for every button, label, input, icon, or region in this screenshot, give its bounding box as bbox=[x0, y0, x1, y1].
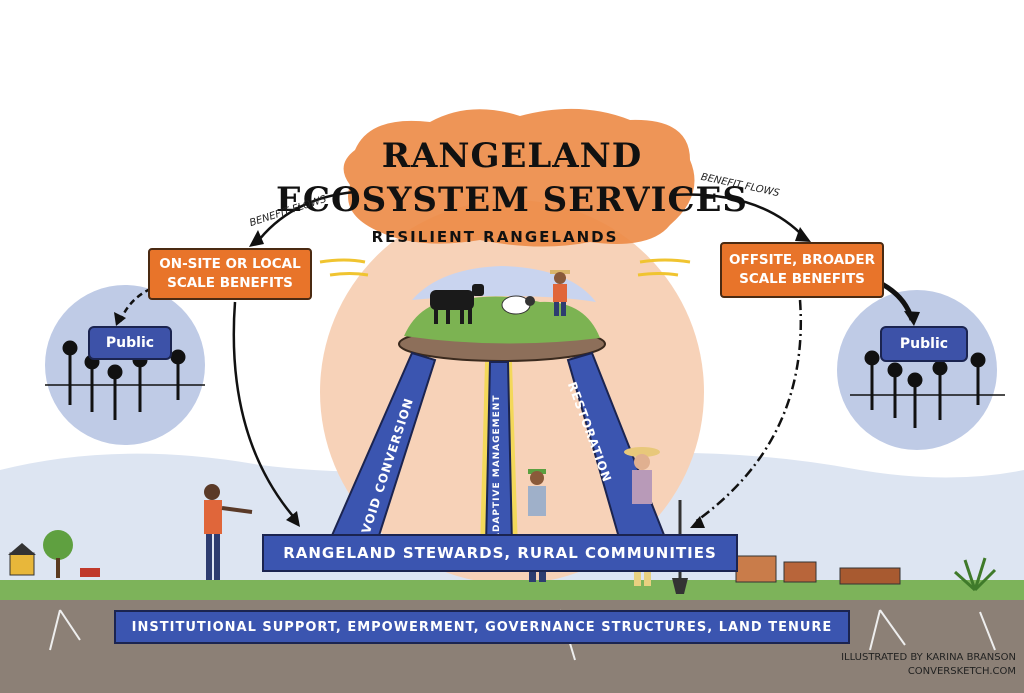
grass-strip bbox=[0, 580, 1024, 602]
onsite-benefits-box: On-site or Local Scale Benefits bbox=[148, 248, 312, 300]
offsite-line-1: Offsite, Broader bbox=[729, 252, 875, 268]
arrow-onsite-to-stewards bbox=[232, 301, 299, 523]
farmer-figure bbox=[624, 447, 688, 594]
building-right-2 bbox=[783, 561, 817, 583]
man-figure bbox=[528, 469, 546, 582]
house-left-roof bbox=[8, 543, 36, 555]
arrowheads bbox=[114, 227, 920, 528]
cow-icon bbox=[430, 284, 484, 324]
public-circle-left bbox=[45, 285, 205, 445]
credit-line-1: Illustrated by Karina Branson bbox=[841, 652, 1016, 663]
offsite-line-2: Scale Benefits bbox=[739, 271, 865, 287]
tree-left bbox=[43, 530, 73, 560]
onsite-line-2: Scale Benefits bbox=[167, 275, 293, 291]
sheep-icon bbox=[501, 295, 535, 315]
arrow-title-to-offsite bbox=[671, 193, 806, 239]
rancher-figure bbox=[550, 270, 570, 316]
illustrator-credit: Illustrated by Karina Branson ConverSket… bbox=[840, 651, 1016, 679]
stewards-bar: Rangeland Stewards, Rural Communities bbox=[262, 534, 738, 572]
arrow-offsite-to-stewards bbox=[694, 299, 802, 524]
title-cloud bbox=[343, 108, 695, 247]
crowd-right bbox=[850, 350, 1005, 428]
public-left-box: Public bbox=[88, 326, 172, 360]
building-right-1 bbox=[735, 555, 777, 583]
plant-right bbox=[953, 557, 997, 592]
title-line-2: Ecosystem Services bbox=[276, 180, 748, 220]
house-left bbox=[9, 552, 35, 576]
title-line-1: Rangeland bbox=[381, 136, 643, 176]
leg-label-adaptive-management: Adaptive Management bbox=[492, 394, 502, 540]
roots bbox=[49, 609, 996, 661]
offsite-benefits-box: Offsite, Broader Scale Benefits bbox=[720, 242, 884, 298]
onsite-line-1: On-site or Local bbox=[159, 256, 301, 272]
rays bbox=[319, 258, 691, 277]
public-right-box: Public bbox=[880, 326, 968, 362]
arrow-title-to-onsite bbox=[253, 190, 356, 246]
credit-line-2: ConverSketch.com bbox=[907, 666, 1016, 677]
car-left bbox=[80, 568, 100, 577]
tree-left-trunk bbox=[56, 558, 60, 578]
woman-figure bbox=[204, 484, 253, 580]
resilient-rangelands-label: Resilient Rangelands bbox=[371, 228, 619, 246]
building-right-3 bbox=[839, 567, 901, 585]
institutional-bar: Institutional Support, Empowerment, Gove… bbox=[114, 610, 850, 644]
